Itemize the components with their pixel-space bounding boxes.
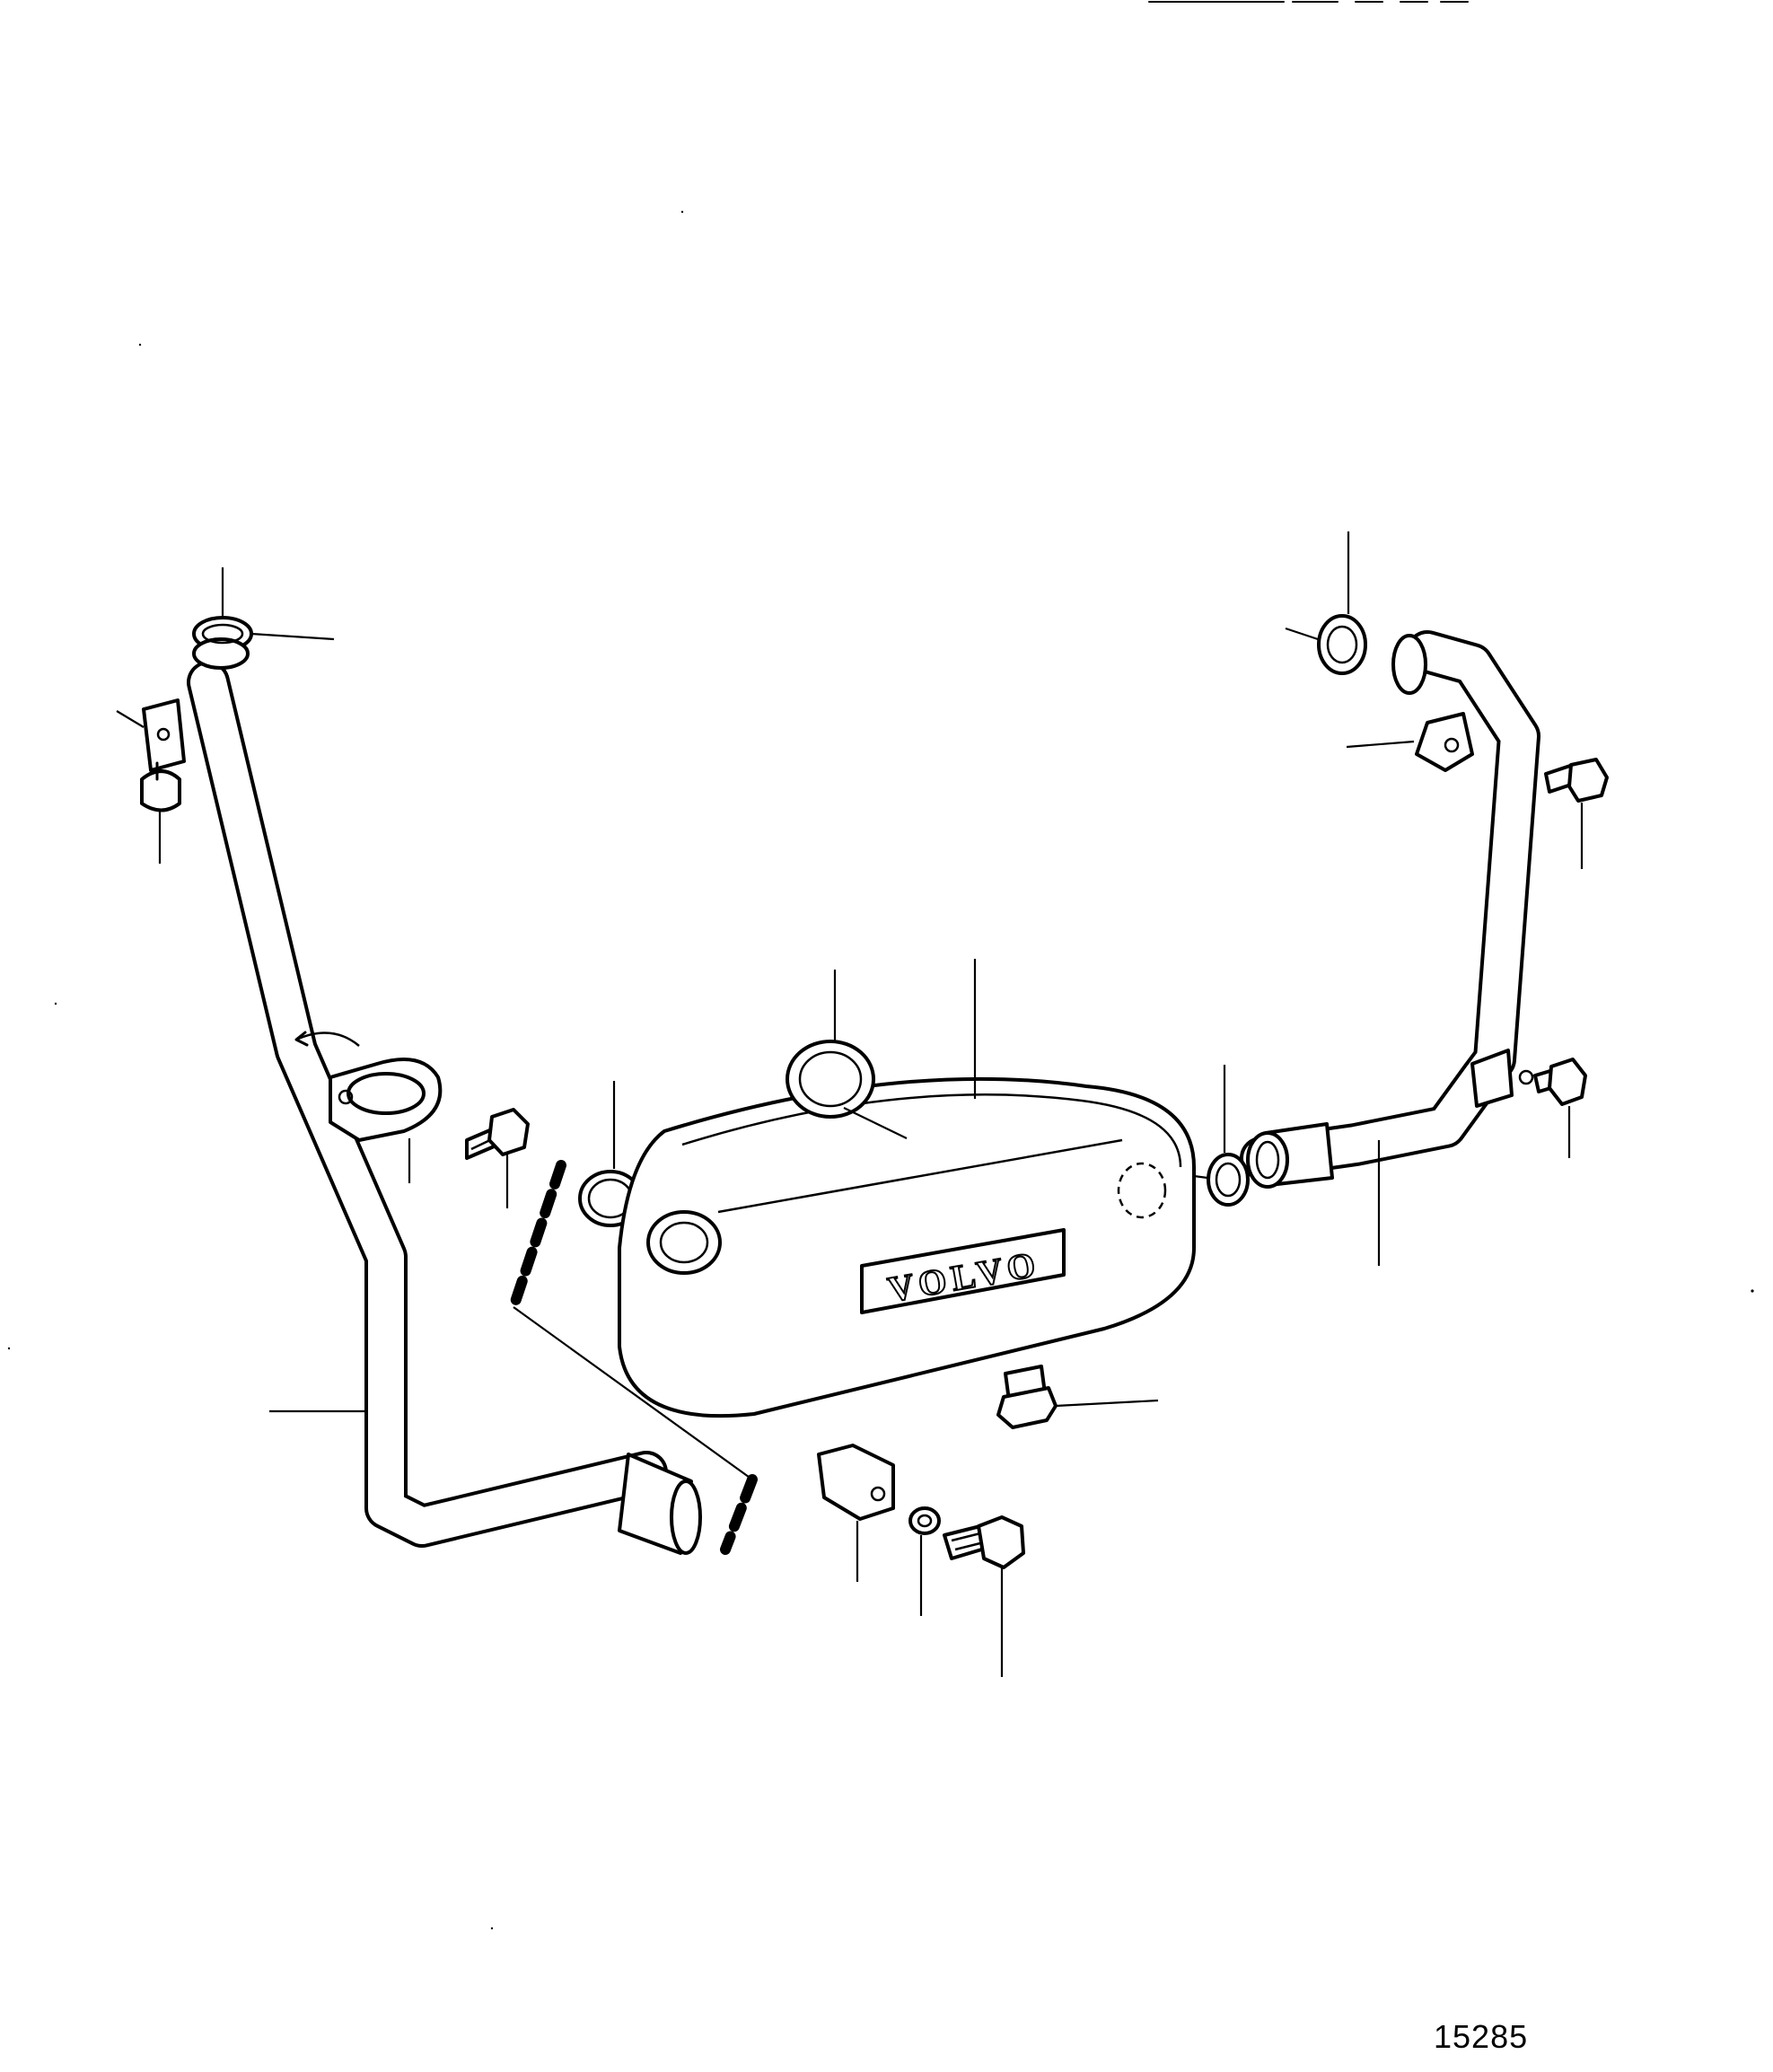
right-upper-bracket: [1415, 712, 1474, 772]
right-lower-o-ring: [1207, 1153, 1250, 1207]
cooler-top-seal-ring: [786, 1040, 875, 1119]
dashed-connection-markers: [508, 1160, 758, 1555]
scan-specks: [7, 210, 1754, 1930]
right-lower-screw: [1533, 1058, 1587, 1106]
left-upper-bracket: [140, 698, 186, 812]
emblem-plate: [860, 1228, 1066, 1314]
mounting-block: [817, 1444, 895, 1521]
right-upper-screw: [1544, 758, 1609, 803]
bolt-washer: [908, 1506, 941, 1535]
oil-cooler-body: VOLVO: [618, 1076, 1196, 1418]
mounting-bolt: [943, 1515, 1025, 1569]
figure-number: 15285: [1434, 2018, 1529, 2055]
clamp-screw: [465, 1108, 530, 1160]
cooler-drain-plug: [996, 1365, 1058, 1429]
leader-lines: [116, 531, 1584, 1677]
left-coolant-pipe: [187, 616, 702, 1555]
left-pipe-clamp: [294, 1031, 443, 1142]
right-upper-o-ring: [1317, 614, 1367, 675]
right-lower-bracket: [1470, 1049, 1534, 1108]
